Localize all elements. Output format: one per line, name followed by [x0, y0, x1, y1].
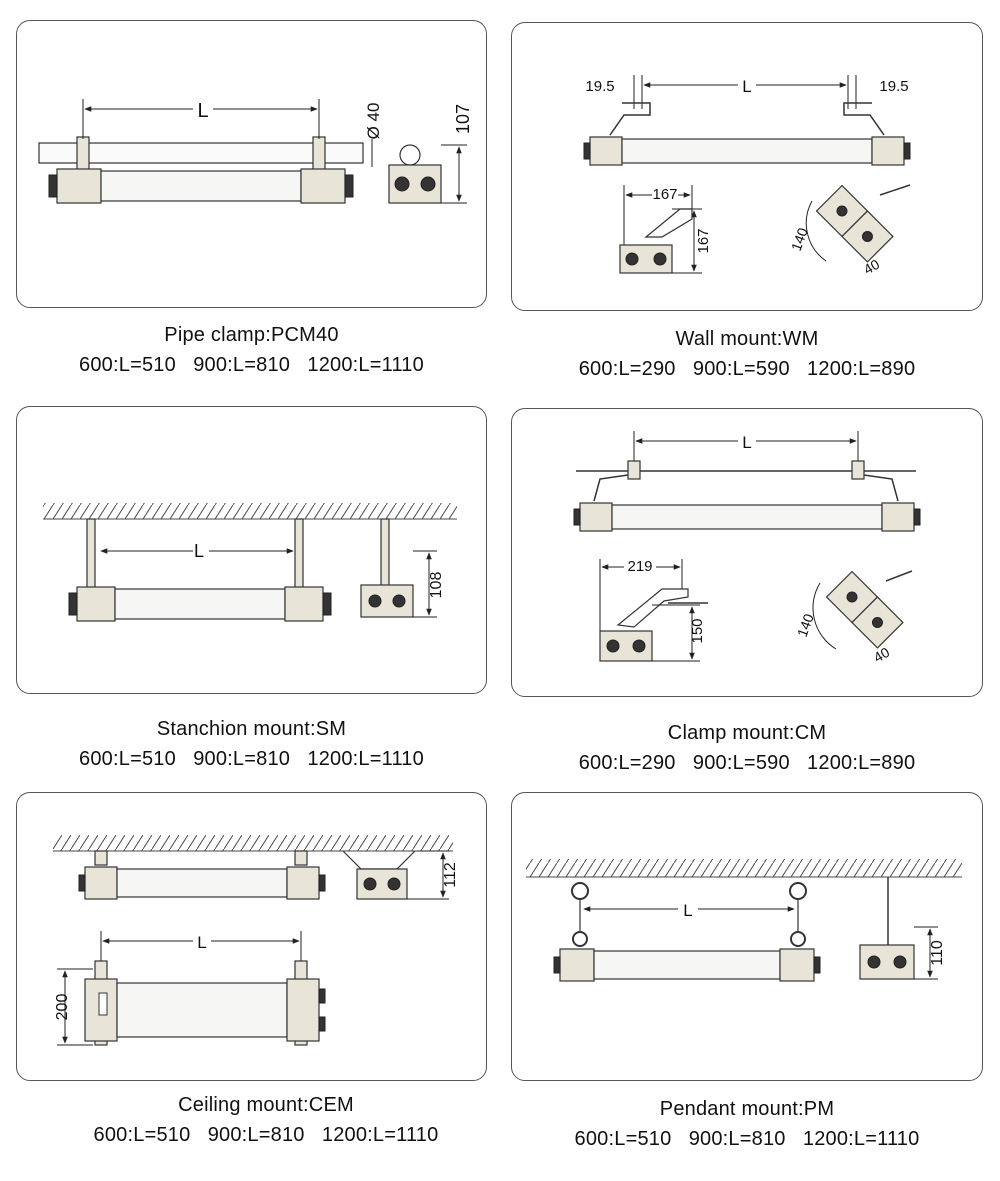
- clamp-radius-label: 140: [794, 611, 817, 639]
- mount-lengths: 600:L=510 900:L=810 1200:L=1110: [574, 1128, 920, 1150]
- wall-offset-right-label: 19.5: [879, 78, 908, 95]
- pipe-clamp-drawing: L Ø 40 107: [38, 99, 473, 204]
- mount-name: Stanchion mount:SM: [156, 718, 347, 740]
- ceiling-mount-drawing: 112 L 200: [53, 835, 459, 1046]
- stanchion-mount-drawing: L 108: [43, 503, 457, 622]
- wall-mount-drawing: L 19.5 19.5 167 167 14: [583, 75, 911, 278]
- stanchion-height-label: 108: [428, 572, 445, 599]
- mount-lengths: 600:L=510 900:L=810 1200:L=1110: [79, 354, 424, 376]
- caption-ceiling-mount: Ceiling mount:CEM 600:L=510 900:L=810 12…: [16, 1090, 516, 1150]
- pendant-length-label: L: [683, 901, 692, 920]
- pipe-diameter-label: Ø 40: [364, 103, 383, 140]
- panel-ceiling-mount: 112 L 200: [16, 792, 487, 1081]
- mount-lengths: 600:L=290 900:L=590 1200:L=890: [578, 358, 916, 380]
- panel-pendant-mount: L 110: [511, 792, 983, 1081]
- clamp-bracket-height-label: 150: [689, 618, 706, 643]
- caption-clamp-mount: Clamp mount:CM 600:L=290 900:L=590 1200:…: [511, 718, 983, 778]
- caption-wall-mount: Wall mount:WM 600:L=290 900:L=590 1200:L…: [511, 324, 983, 384]
- panel-clamp-mount: L 219 150: [511, 408, 983, 697]
- mount-name: Pipe clamp:PCM40: [164, 324, 339, 346]
- clamp-length-label: L: [742, 433, 751, 452]
- panel-pipe-clamp: L Ø 40 107: [16, 20, 487, 308]
- panel-stanchion-mount: L 108: [16, 406, 487, 694]
- caption-pipe-clamp: Pipe clamp:PCM40 600:L=510 900:L=810 120…: [16, 320, 487, 380]
- caption-pendant-mount: Pendant mount:PM 600:L=510 900:L=810 120…: [511, 1094, 983, 1154]
- ceiling-height-label: 112: [442, 862, 459, 888]
- pipe-clamp-length-label: L: [197, 100, 208, 122]
- ceiling-width-label: 200: [54, 994, 71, 1021]
- wall-bracket-width-label: 167: [652, 186, 677, 203]
- clamp-mount-drawing: L 219 150: [573, 431, 921, 666]
- pendant-height-label: 110: [929, 940, 946, 966]
- mount-name: Wall mount:WM: [675, 328, 819, 350]
- mount-lengths: 600:L=510 900:L=810 1200:L=1110: [93, 1124, 439, 1146]
- clamp-angle-label: 40: [871, 644, 893, 666]
- stanchion-length-label: L: [194, 541, 204, 561]
- wall-angle-label: 40: [861, 256, 883, 278]
- mount-name: Ceiling mount:CEM: [178, 1094, 354, 1116]
- ceiling-length-label: L: [197, 933, 206, 952]
- mount-name: Pendant mount:PM: [659, 1098, 835, 1120]
- caption-stanchion-mount: Stanchion mount:SM 600:L=510 900:L=810 1…: [16, 714, 487, 774]
- mount-lengths: 600:L=290 900:L=590 1200:L=890: [578, 752, 916, 774]
- wall-length-label: L: [742, 77, 751, 96]
- wall-offset-left-label: 19.5: [585, 78, 614, 95]
- wall-radius-label: 140: [788, 225, 811, 253]
- pipe-clamp-height-label: 107: [453, 104, 473, 134]
- mount-name: Clamp mount:CM: [667, 722, 827, 744]
- mount-lengths: 600:L=510 900:L=810 1200:L=1110: [79, 748, 424, 770]
- wall-bracket-height-label: 167: [695, 228, 712, 253]
- pendant-mount-drawing: L 110: [526, 859, 962, 982]
- clamp-bracket-width-label: 219: [627, 558, 652, 575]
- panel-wall-mount: L 19.5 19.5 167 167 14: [511, 22, 983, 311]
